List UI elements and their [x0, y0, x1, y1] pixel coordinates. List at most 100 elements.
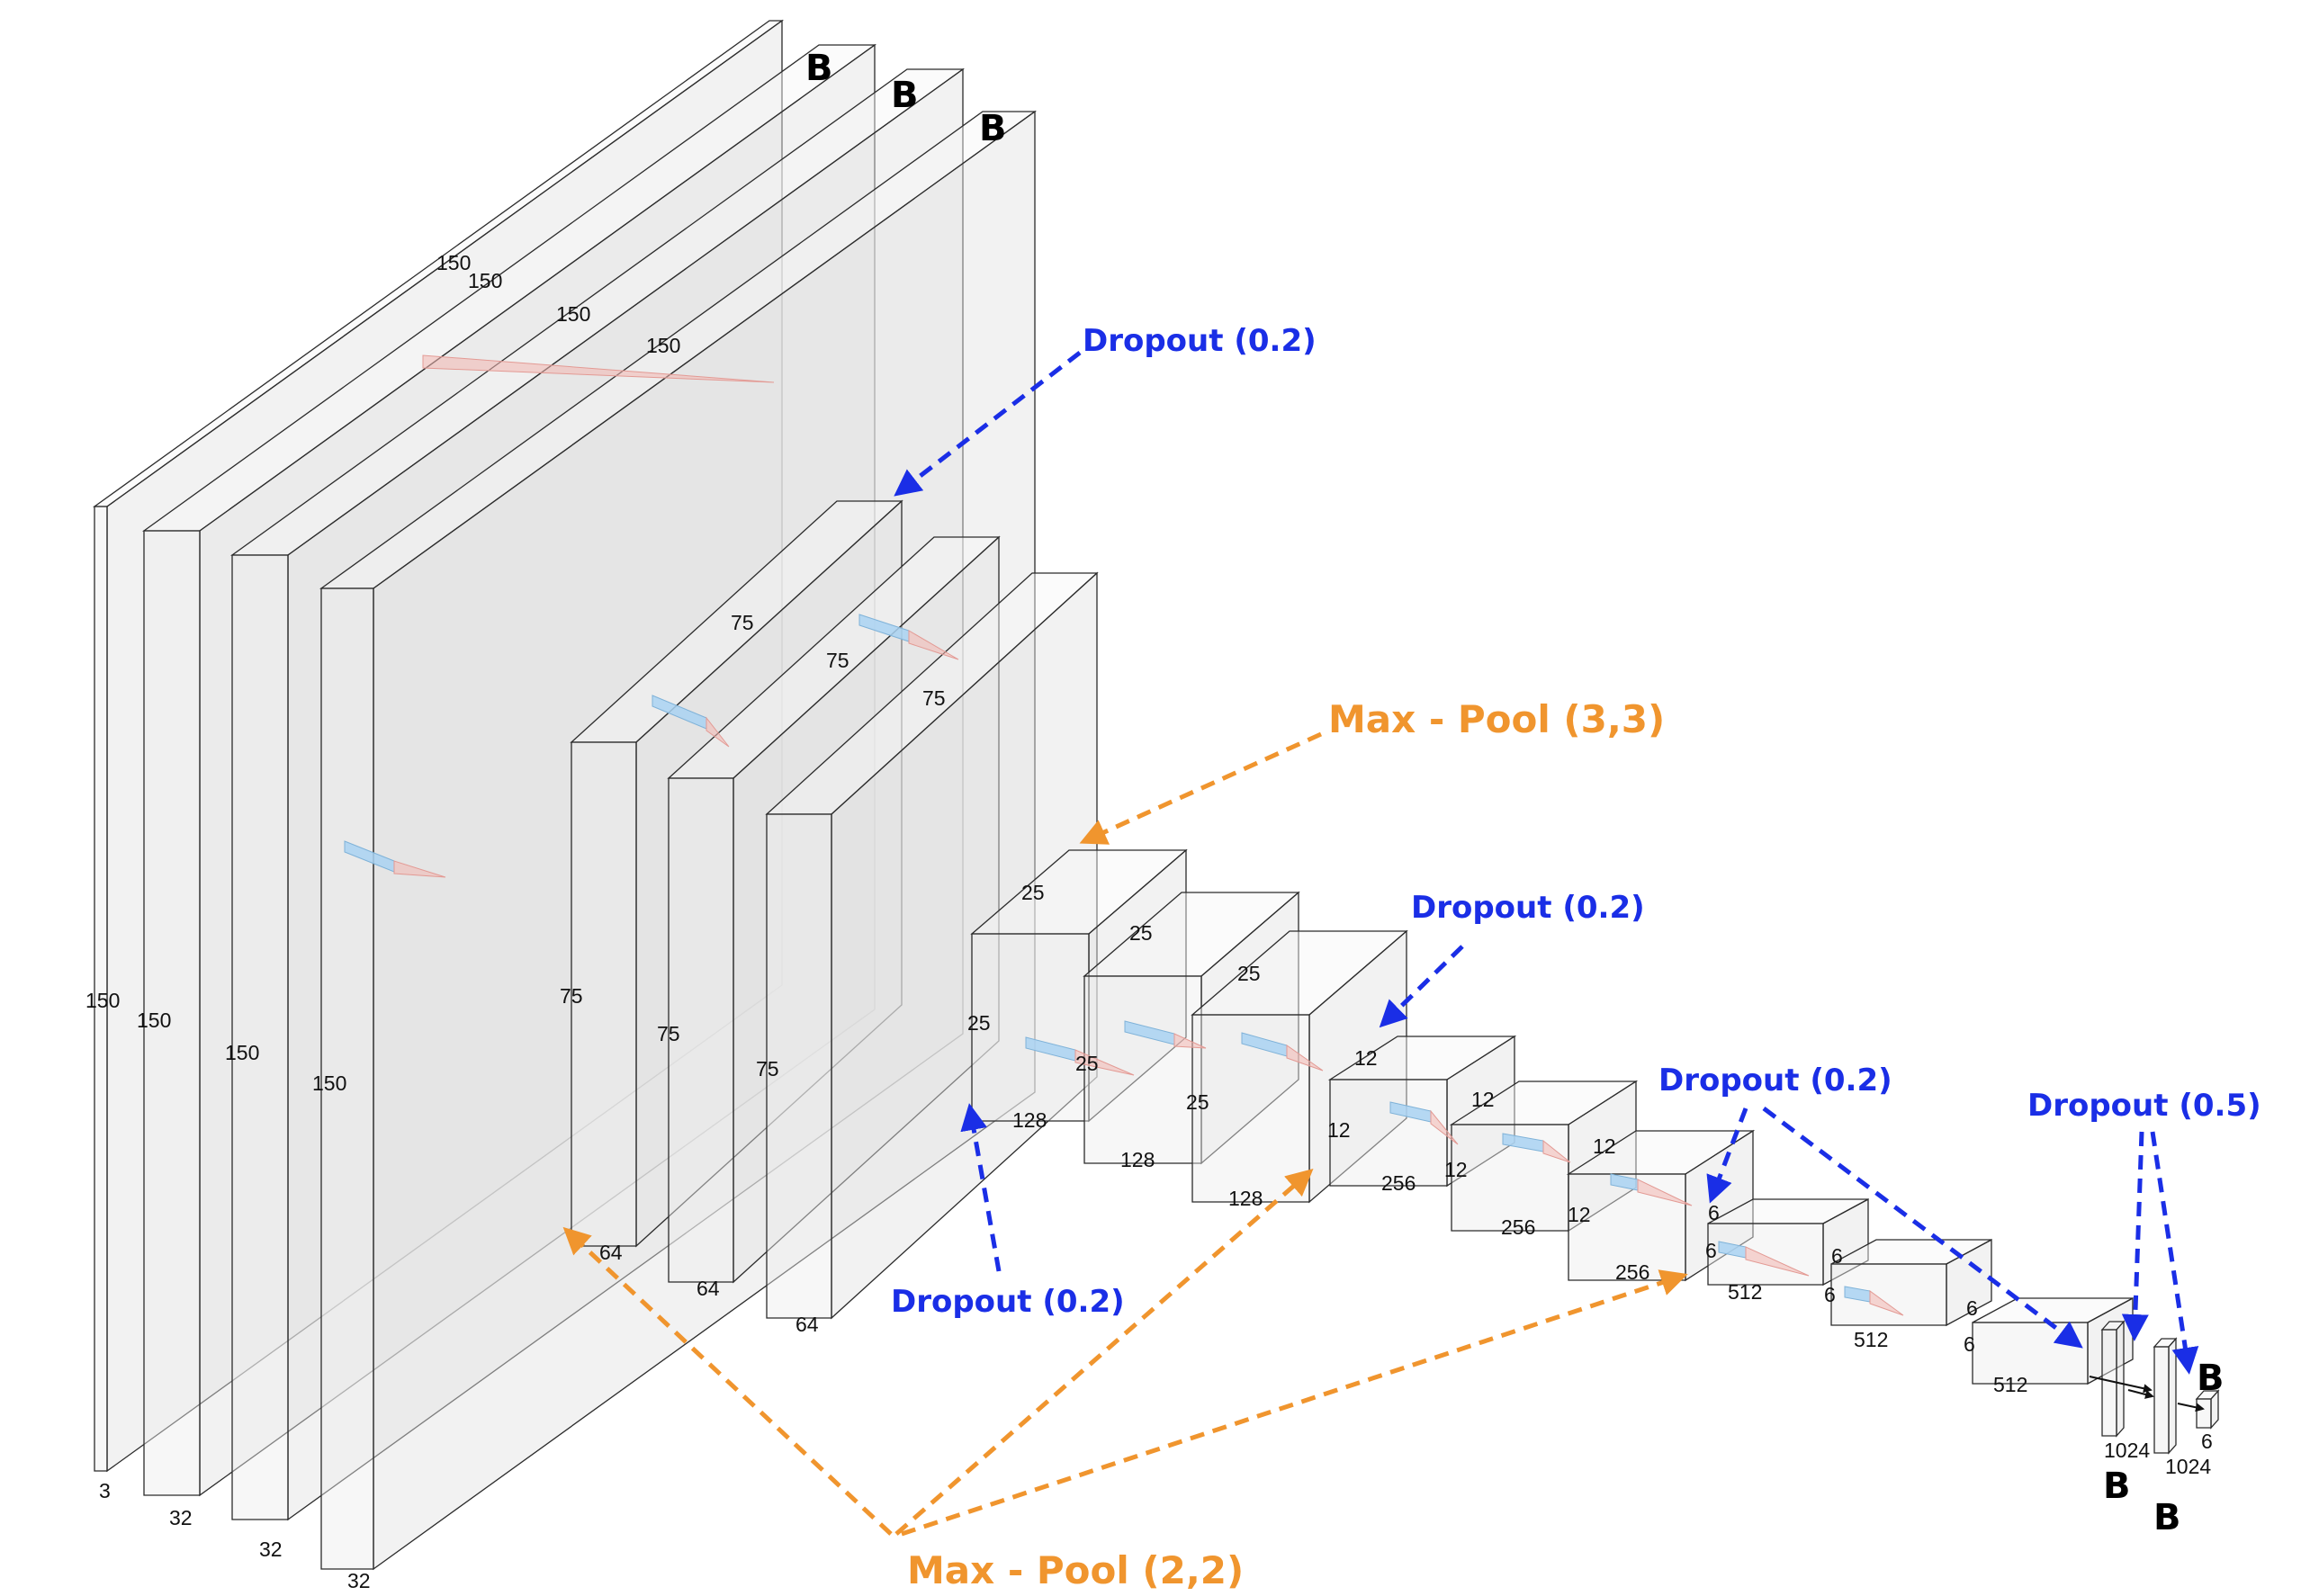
kernel-pyramid — [1637, 1179, 1693, 1206]
dimension-label: 1024 — [2104, 1439, 2150, 1462]
layer-box-side — [2168, 1337, 2177, 1455]
kernel-glyph — [1502, 1133, 1571, 1163]
dropout-mid-arrow — [1379, 945, 1464, 1028]
dimension-labels: 1501503150150321501503215015032757564757… — [85, 251, 2213, 1592]
kernel-pyramid — [1745, 1246, 1810, 1277]
kernel-pyramid — [908, 630, 959, 660]
kernel-pyramid — [706, 716, 730, 748]
dimension-label: 128 — [1120, 1148, 1155, 1171]
dimension-label: 75 — [657, 1022, 680, 1045]
dimension-label: 512 — [1854, 1328, 1888, 1351]
dropout-mid-label: Dropout (0.2) — [1411, 890, 1645, 926]
layer-box — [141, 43, 877, 1497]
dimension-label: 25 — [1075, 1052, 1099, 1075]
dropout-right-arrow-b — [1762, 1107, 2083, 1349]
kernel-glyph — [1124, 1020, 1207, 1049]
kernel-glyph — [1718, 1241, 1810, 1277]
dimension-label: 6 — [1964, 1332, 1975, 1356]
dimension-label: 256 — [1381, 1171, 1416, 1195]
dimension-label: 6 — [1966, 1296, 1978, 1320]
dropout-right-label: Dropout (0.2) — [1658, 1063, 1892, 1098]
kernel-pyramid — [393, 860, 446, 878]
dropout-top-label: Dropout (0.2) — [1083, 323, 1317, 359]
layer-box-front — [94, 506, 108, 1472]
dimension-label: 64 — [697, 1277, 720, 1300]
layer-box-front — [2153, 1346, 2170, 1454]
dimension-label: 128 — [1228, 1187, 1263, 1210]
dimension-label: 12 — [1327, 1118, 1351, 1142]
layer-box — [765, 571, 1099, 1320]
dimension-label: 6 — [1705, 1239, 1717, 1262]
dimension-label: 12 — [1593, 1134, 1616, 1158]
dimension-label: 512 — [1728, 1280, 1762, 1304]
layer-box — [1327, 1035, 1517, 1188]
dimension-label: 512 — [1993, 1373, 2027, 1396]
batchnorm-marker: B — [2153, 1497, 2181, 1538]
layer-box-side — [2116, 1320, 2125, 1438]
layer-box-front — [320, 587, 374, 1570]
dimension-label: 25 — [1129, 921, 1153, 945]
kernel-glyph — [1241, 1032, 1324, 1071]
maxpool-22-arrow-a — [562, 1226, 893, 1536]
kernel-glyph — [1610, 1173, 1693, 1206]
dimension-label: 150 — [468, 269, 502, 292]
dropout-dense-arrow-b — [2150, 1131, 2199, 1375]
dimension-label: 75 — [731, 611, 754, 634]
dimension-label: 150 — [312, 1071, 346, 1095]
kernel-pyramid — [1430, 1109, 1459, 1145]
kernel-glyphs — [344, 354, 1904, 1316]
layer-box-front — [1972, 1322, 2089, 1385]
kernel-pyramid — [1173, 1033, 1207, 1049]
maxpool-33-arrow — [1079, 731, 1323, 845]
batchnorm-marker: B — [2103, 1466, 2131, 1507]
layer-box — [1191, 929, 1408, 1204]
dimension-label: 128 — [1012, 1108, 1047, 1132]
dimension-label: 32 — [169, 1506, 193, 1529]
kernel-pyramid — [1286, 1045, 1324, 1071]
dropout-top-arrow — [894, 351, 1082, 497]
kernel-pyramid — [1074, 1049, 1135, 1076]
layer-box-front — [143, 530, 201, 1496]
maxpool-33-label: Max - Pool (3,3) — [1328, 697, 1665, 741]
layer-boxes — [92, 19, 2220, 1571]
kernel-pyramid — [1869, 1290, 1904, 1316]
flow-arrow — [2127, 1389, 2154, 1399]
dimension-label: 25 — [1186, 1090, 1209, 1114]
layer-box-front — [2101, 1329, 2117, 1437]
layer-box — [229, 67, 966, 1521]
dimension-label: 12 — [1471, 1088, 1495, 1111]
dimension-label: 25 — [1237, 962, 1261, 985]
dimension-label: 64 — [795, 1313, 819, 1336]
layer-box-front — [971, 933, 1090, 1122]
layer-box — [1972, 1296, 2134, 1385]
kernel-glyph — [344, 840, 446, 878]
kernel-pyramid — [1542, 1139, 1571, 1163]
flow-arrow — [2177, 1403, 2205, 1412]
annotation-arrows — [562, 351, 2199, 1537]
dimension-label: 75 — [560, 984, 583, 1008]
kernel-glyph — [652, 695, 730, 748]
dimension-label: 150 — [225, 1041, 259, 1064]
dimension-label: 32 — [347, 1569, 371, 1592]
layer-box — [319, 110, 1038, 1571]
batchnorm-marker: B — [2197, 1358, 2225, 1399]
kernel-glyph — [1025, 1036, 1135, 1076]
kernel-glyph — [1844, 1286, 1904, 1316]
dimension-label: 256 — [1501, 1215, 1535, 1239]
dimension-label: 75 — [826, 649, 849, 672]
dimension-label: 12 — [1444, 1158, 1468, 1181]
kernel-glyph — [858, 614, 959, 660]
batchnorm-marker: B — [891, 75, 919, 116]
dimension-label: 6 — [2201, 1430, 2213, 1453]
dimension-label: 25 — [967, 1011, 991, 1035]
layer-box — [2195, 1389, 2220, 1430]
layer-box-front — [1329, 1079, 1448, 1187]
batchnorm-marker: B — [979, 108, 1007, 149]
layer-box — [2100, 1320, 2126, 1438]
dropout-right-arrow-a — [1706, 1107, 1748, 1204]
dimension-label: 6 — [1831, 1244, 1843, 1268]
layer-box-front — [766, 813, 832, 1319]
dimension-label: 150 — [85, 989, 120, 1012]
dropout-bottom-arrow — [960, 1103, 1002, 1272]
